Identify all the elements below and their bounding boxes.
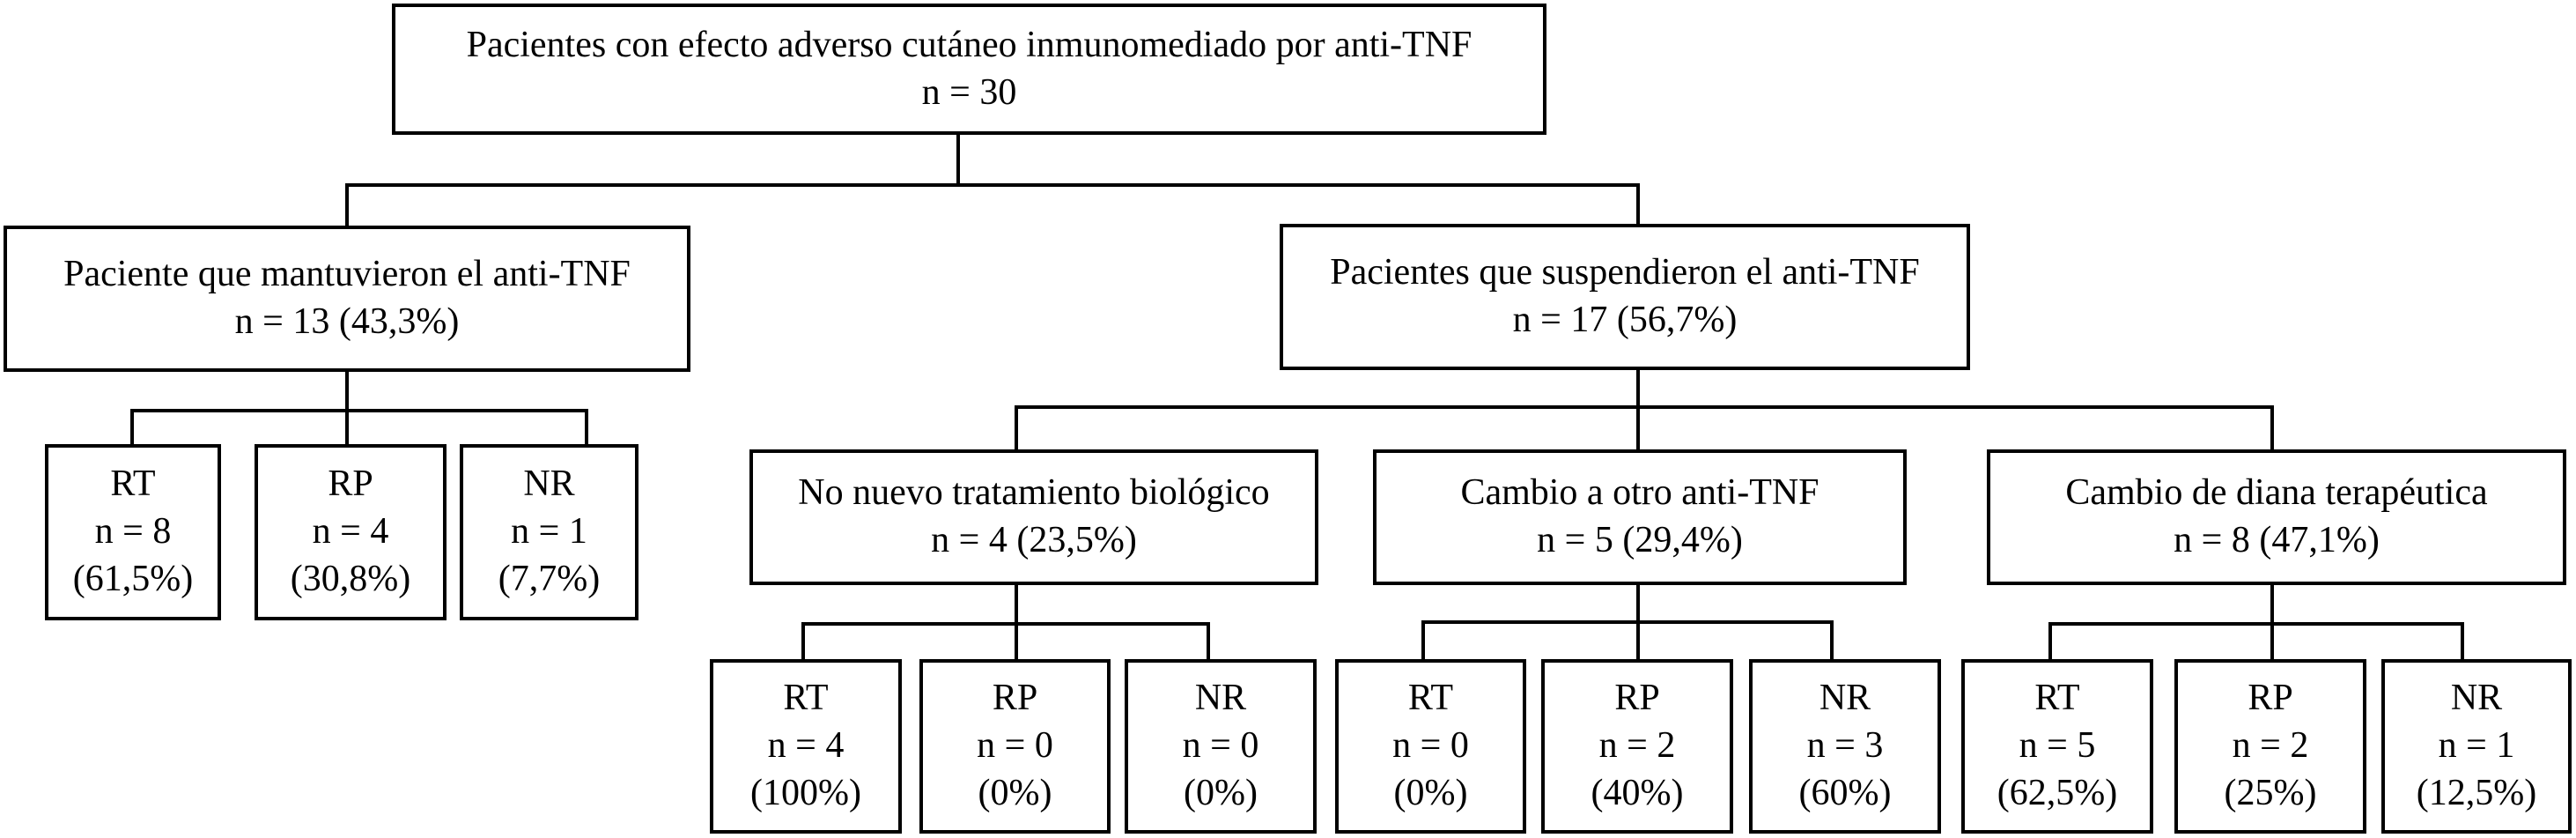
group-title: Cambio a otro anti-TNF — [1460, 472, 1819, 514]
outcome-label: NR — [1819, 678, 1871, 719]
group2-outcome-rt: RT n = 0 (0%) — [1335, 659, 1526, 834]
outcome-pct: (60%) — [1798, 772, 1892, 813]
maintained-node: Paciente que mantuvieron el anti-TNF n =… — [4, 226, 690, 372]
group3-outcome-nr: NR n = 1 (12,5%) — [2381, 659, 2572, 834]
outcome-label: RP — [1614, 678, 1660, 719]
outcome-n: n = 8 — [94, 511, 172, 552]
suspended-title: Pacientes que suspendieron el anti-TNF — [1330, 252, 1920, 293]
group-no-new-treatment: No nuevo tratamiento biológico n = 4 (23… — [749, 449, 1318, 585]
outcome-pct: (40%) — [1591, 772, 1684, 813]
outcome-n: n = 1 — [2438, 725, 2515, 767]
suspended-node: Pacientes que suspendieron el anti-TNF n… — [1280, 224, 1970, 370]
maintained-outcome-nr: NR n = 1 (7,7%) — [460, 444, 638, 620]
outcome-n: n = 0 — [1392, 725, 1469, 767]
outcome-label: NR — [1194, 678, 1247, 719]
root-node: Pacientes con efecto adverso cutáneo inm… — [392, 4, 1546, 135]
root-title: Pacientes con efecto adverso cutáneo inm… — [466, 24, 1473, 65]
group3-outcome-rp: RP n = 2 (25%) — [2174, 659, 2366, 834]
group3-outcome-rt: RT n = 5 (62,5%) — [1961, 659, 2153, 834]
outcome-n: n = 5 — [2019, 725, 2096, 767]
outcome-pct: (30,8%) — [290, 558, 411, 599]
maintained-count: n = 13 (43,3%) — [234, 301, 460, 342]
group-count: n = 5 (29,4%) — [1537, 520, 1743, 560]
outcome-label: RP — [2248, 678, 2293, 719]
group2-outcome-nr: NR n = 3 (60%) — [1749, 659, 1941, 834]
outcome-n: n = 3 — [1806, 725, 1884, 767]
outcome-label: RP — [328, 463, 373, 505]
maintained-outcome-rp: RP n = 4 (30,8%) — [255, 444, 447, 620]
outcome-n: n = 4 — [312, 511, 389, 552]
outcome-pct: (12,5%) — [2416, 772, 2537, 813]
group-title: No nuevo tratamiento biológico — [798, 472, 1270, 514]
outcome-label: RT — [783, 678, 829, 719]
group-count: n = 4 (23,5%) — [931, 520, 1137, 560]
outcome-label: RT — [110, 463, 156, 505]
outcome-n: n = 1 — [511, 511, 587, 552]
outcome-label: RP — [992, 678, 1038, 719]
group1-outcome-nr: NR n = 0 (0%) — [1125, 659, 1317, 834]
outcome-label: RT — [2034, 678, 2080, 719]
outcome-pct: (7,7%) — [498, 558, 601, 599]
outcome-pct: (62,5%) — [1997, 772, 2118, 813]
outcome-n: n = 4 — [767, 725, 845, 767]
outcome-pct: (0%) — [978, 772, 1052, 813]
group-count: n = 8 (47,1%) — [2174, 520, 2380, 560]
group1-outcome-rt: RT n = 4 (100%) — [710, 659, 902, 834]
suspended-count: n = 17 (56,7%) — [1512, 300, 1738, 340]
outcome-label: RT — [1407, 678, 1454, 719]
outcome-pct: (25%) — [2224, 772, 2317, 813]
outcome-pct: (0%) — [1393, 772, 1468, 813]
outcome-label: NR — [2450, 678, 2503, 719]
group-other-anti-tnf: Cambio a otro anti-TNF n = 5 (29,4%) — [1373, 449, 1907, 585]
group-target-change: Cambio de diana terapéutica n = 8 (47,1%… — [1987, 449, 2566, 585]
outcome-n: n = 0 — [977, 725, 1053, 767]
outcome-pct: (61,5%) — [72, 558, 194, 599]
outcome-n: n = 2 — [2232, 725, 2309, 767]
group2-outcome-rp: RP n = 2 (40%) — [1541, 659, 1733, 834]
maintained-title: Paciente que mantuvieron el anti-TNF — [63, 254, 631, 295]
maintained-outcome-rt: RT n = 8 (61,5%) — [45, 444, 221, 620]
outcome-label: NR — [523, 463, 575, 505]
outcome-n: n = 2 — [1598, 725, 1676, 767]
outcome-pct: (0%) — [1184, 772, 1258, 813]
group1-outcome-rp: RP n = 0 (0%) — [919, 659, 1111, 834]
root-count: n = 30 — [921, 71, 1017, 113]
outcome-n: n = 0 — [1182, 725, 1259, 767]
group-title: Cambio de diana terapéutica — [2065, 472, 2488, 514]
outcome-pct: (100%) — [750, 772, 861, 813]
